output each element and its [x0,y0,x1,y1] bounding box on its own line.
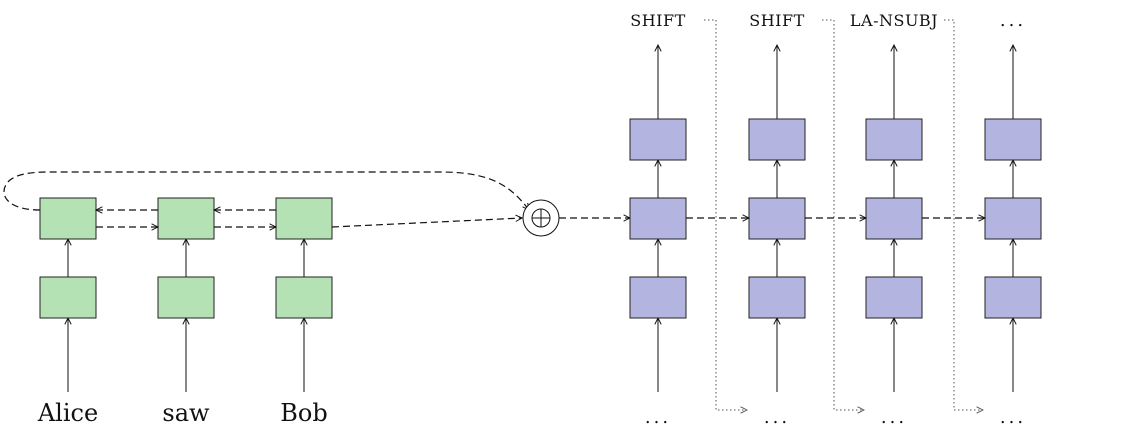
word-alice: Alice [37,399,98,427]
decoder-output-box-3 [865,118,923,161]
decoder-input-box-3 [865,276,923,319]
encoder: Alice saw Bob [3,171,529,427]
decoder-input-label-3: ... [881,407,907,428]
decoder-lstm-box-2 [748,197,806,240]
combine-node [522,199,630,237]
decoder-input-box-1 [629,276,687,319]
action-label-4: ... [1000,10,1026,31]
decoder-input-label-4: ... [1000,407,1026,428]
bilstm-box-3 [275,197,333,240]
action-label-3: LA-NSUBJ [850,11,938,30]
embedding-box-2 [157,276,215,319]
decoder-lstm-box-3 [865,197,923,240]
decoder-input-box-4 [984,276,1042,319]
decoder-output-box-1 [629,118,687,161]
feedback-arrow-1 [704,19,747,410]
decoder-input-label-2: ... [764,407,790,428]
bilstm-box-1 [39,197,97,240]
action-label-1: SHIFT [630,11,686,30]
action-label-2: SHIFT [749,11,805,30]
decoder-input-label-1: ... [645,407,671,428]
bilstm-box-2 [157,197,215,240]
last-state-arrow [331,218,522,228]
decoder-output-box-2 [748,118,806,161]
embedding-box-1 [39,276,97,319]
feedback-arrow-2 [822,19,864,410]
decoder-lstm-box-1 [629,197,687,240]
word-bob: Bob [280,399,327,427]
decoder-output-box-4 [984,118,1042,161]
word-saw: saw [162,399,210,427]
decoder-input-box-2 [748,276,806,319]
feedback-arrow-3 [944,19,983,410]
first-state-arrow [3,171,529,210]
decoder: SHIFT SHIFT LA-NSUBJ ... ... ... ... ... [629,10,1042,428]
decoder-lstm-box-4 [984,197,1042,240]
embedding-box-3 [275,276,333,319]
